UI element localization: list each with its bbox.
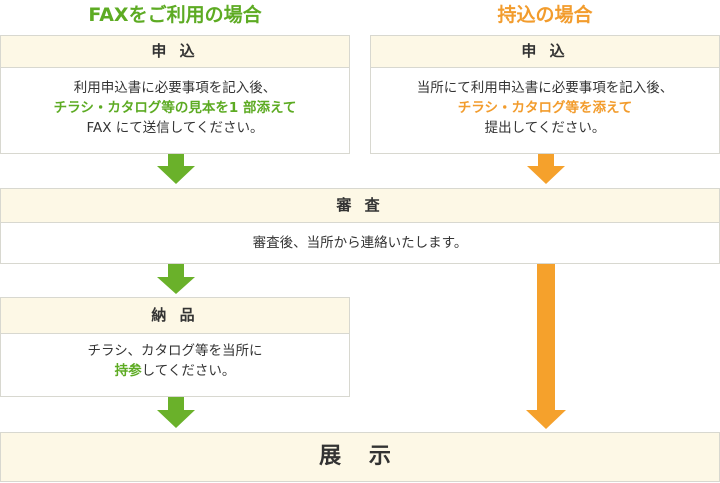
fax-line-2: チラシ・カタログ等の見本を1 部添えて	[53, 100, 297, 116]
delivery-text: チラシ、カタログ等を当所に 持参してください。	[1, 334, 349, 381]
orange-arrow-down-1	[527, 154, 565, 184]
review-text: 審査後、当所から連絡いたします。	[252, 235, 468, 251]
carry-in-application-box: 申 込 当所にて利用申込書に必要事項を記入後、 チラシ・カタログ等を添えて 提出…	[370, 35, 720, 154]
green-arrow-down-2	[157, 264, 195, 294]
carry-in-application-text: 当所にて利用申込書に必要事項を記入後、 チラシ・カタログ等を添えて 提出してくだ…	[371, 68, 719, 138]
carry-in-heading: 持込の場合	[497, 4, 593, 26]
green-arrow-down-1	[157, 154, 195, 184]
orange-arrow-down-long	[526, 264, 566, 429]
delivery-title: 納 品	[1, 298, 349, 334]
carry-line-2: チラシ・カタログ等を添えて	[457, 100, 633, 116]
fax-application-box: 申 込 利用申込書に必要事項を記入後、 チラシ・カタログ等の見本を1 部添えて …	[0, 35, 350, 154]
fax-application-text: 利用申込書に必要事項を記入後、 チラシ・カタログ等の見本を1 部添えて FAX …	[1, 68, 349, 138]
fax-line-1: 利用申込書に必要事項を記入後、	[73, 80, 277, 96]
delivery-line-2-rest: してください。	[141, 363, 236, 379]
review-title: 審 査	[1, 189, 719, 223]
carry-in-application-title: 申 込	[371, 36, 719, 68]
review-box: 審 査 審査後、当所から連絡いたします。	[0, 188, 720, 264]
carry-line-3: 提出してください。	[484, 120, 606, 136]
carry-line-1: 当所にて利用申込書に必要事項を記入後、	[416, 80, 674, 96]
exhibit-box: 展 示	[0, 432, 720, 482]
green-arrow-down-3	[157, 397, 195, 428]
delivery-line-2: 持参してください。	[1, 361, 349, 381]
fax-line-3: FAX にて送信してください。	[86, 120, 264, 136]
fax-application-title: 申 込	[1, 36, 349, 68]
delivery-highlight: 持参	[114, 363, 142, 379]
delivery-line-1: チラシ、カタログ等を当所に	[87, 343, 263, 359]
fax-heading: FAXをご利用の場合	[88, 4, 262, 26]
delivery-box: 納 品 チラシ、カタログ等を当所に 持参してください。	[0, 297, 350, 397]
